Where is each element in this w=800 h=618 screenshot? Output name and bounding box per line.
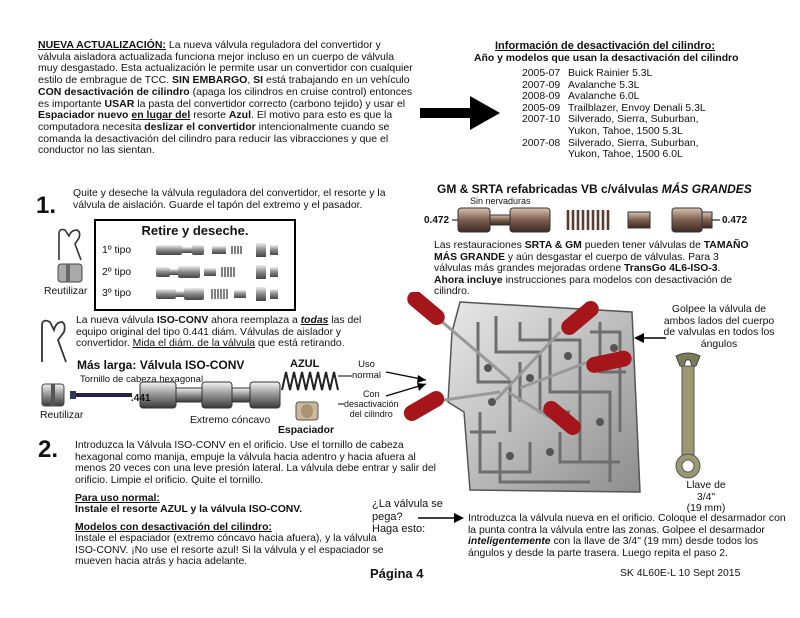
- page-number: Página 4: [370, 566, 424, 581]
- deactivation-years: [522, 149, 568, 161]
- wrench-label: Llave de 3/4" (19 mm): [686, 480, 726, 515]
- step-2-text: Introduzca la Válvula ISO-CONV en el ori…: [75, 440, 436, 486]
- update-title: NUEVA ACTUALIZACIÓN:: [38, 39, 166, 51]
- deactivation-model: Trailblazer, Envoy Denali 5.3L: [568, 102, 706, 114]
- step-2-number: 2.: [38, 436, 59, 463]
- deactivation-years: 2007-09: [522, 79, 561, 91]
- deactivation-row: 2005-07 Buick Rainier 5.3L: [522, 68, 712, 80]
- discard-box: Retire y deseche. 1º tipo 2º tipo 3º tip…: [94, 219, 296, 311]
- concave-end-label: Extremo cóncavo: [190, 415, 271, 426]
- oversize-valves-drawing: [452, 207, 720, 233]
- spacer-label: Espaciador: [278, 425, 335, 436]
- longer-valve-label: Más larga: Válvula ISO-CONV: [77, 358, 245, 372]
- normal-use-label: Uso normal: [352, 359, 382, 381]
- azul-label: AZUL: [290, 358, 320, 370]
- valve-stuck-question: ¿La válvula se pega? Haga esto:: [372, 498, 443, 535]
- discard-box-title: Retire y deseche.: [141, 223, 249, 238]
- spacer-icon: [295, 401, 319, 421]
- deactivation-years: 2007-08: [522, 137, 561, 149]
- deactivation-years: 2007-10: [522, 114, 561, 126]
- doc-code: SK 4L60E-L 10 Sept 2015: [620, 568, 741, 579]
- hex-screw-label: Tornillo de cabeza hexagonal: [80, 374, 204, 385]
- deactivation-years: 2008-09: [522, 91, 561, 103]
- end-plug-icon: [57, 263, 83, 283]
- deactivation-model: Silverado, Sierra, Suburban,: [568, 114, 699, 126]
- type-3-label: 3º tipo: [102, 288, 132, 299]
- wrench-icon: [675, 352, 701, 479]
- tap-arrow-icon: [634, 333, 666, 343]
- update-paragraph: NUEVA ACTUALIZACIÓN: La nueva válvula re…: [38, 39, 413, 157]
- stuck-arrow-icon: [418, 513, 464, 523]
- deactivation-years: [522, 126, 568, 138]
- with-deact-label: Con desactivación del cilindro: [344, 389, 399, 419]
- deactivation-row: Yukon, Tahoe, 1500 6.0L: [522, 149, 712, 161]
- blue-spring-icon: [281, 371, 339, 391]
- deactivation-model: Yukon, Tahoe, 1500 5.3L: [568, 125, 683, 137]
- normal-use-text: Instale el resorte AZUL y la válvula ISO…: [75, 504, 303, 515]
- deactivation-model: Yukon, Tahoe, 1500 6.0L: [568, 149, 683, 161]
- deactivation-model: Avalanche 5.3L: [568, 79, 640, 91]
- normal-use-title: Para uso normal:: [75, 493, 160, 504]
- deactivation-title: Información de desactivación del cilindr…: [495, 40, 716, 52]
- deactivation-row: 2007-09 Avalanche 5.3L: [522, 80, 712, 92]
- deactivation-row: 2008-09 Avalanche 6.0L: [522, 91, 712, 103]
- deactivation-row: Yukon, Tahoe, 1500 5.3L: [522, 126, 712, 138]
- reuse-label-1: Reutilizar: [44, 286, 88, 297]
- type-1-label: 1º tipo: [102, 245, 132, 256]
- deactivation-model: Buick Rainier 5.3L: [568, 68, 653, 79]
- deactivation-years: 2005-07: [522, 68, 561, 79]
- retaining-clip-icon: [58, 228, 82, 261]
- old-valve-images: [156, 243, 278, 301]
- clip-outline-icon: [41, 319, 67, 363]
- reuse-label-2: Reutilizar: [40, 410, 84, 421]
- deactivation-row: 2007-08 Silverado, Sierra, Suburban,: [522, 138, 712, 150]
- gm-paragraph: Las restauraciones SRTA & GM pueden tene…: [434, 240, 749, 298]
- no-ribs-label: Sin nervaduras: [470, 196, 531, 206]
- deactivation-subtitle: Año y modelos que usan la desactivación …: [474, 53, 739, 64]
- right-arrow-icon: [420, 96, 500, 130]
- tap-text: Golpee la válvula de ambos lados del cue…: [663, 304, 775, 350]
- deactivation-years: 2005-09: [522, 102, 561, 114]
- deactivation-model: Avalanche 6.0L: [568, 91, 640, 103]
- deactivation-row: 2007-10 Silverado, Sierra, Suburban,: [522, 114, 712, 126]
- deactivation-row: 2005-09 Trailblazer, Envoy Denali 5.3L: [522, 103, 712, 115]
- step-1-text: Quite y deseche la válvula reguladora de…: [73, 188, 386, 211]
- deact-title: Modelos con desactivación del cilindro:: [75, 522, 272, 533]
- iso-conv-paragraph: La nueva válvula ISO-CONV ahora reemplaz…: [76, 315, 362, 350]
- diameter-left-label: 0.472: [424, 215, 450, 226]
- diameter-right-label: 0.472: [722, 215, 748, 226]
- pointer-arrows: [338, 371, 427, 405]
- type-2-label: 2º tipo: [102, 267, 132, 278]
- gm-title: GM & SRTA refabricadas VB c/válvulas MÁS…: [437, 182, 752, 196]
- iso-conv-valve-drawing: [41, 381, 281, 409]
- deact-text: Instale el espaciador (extremo cóncavo h…: [75, 533, 384, 568]
- valve-body-image: [403, 292, 641, 493]
- step-1-number: 1.: [36, 192, 57, 219]
- stuck-instructions: Introduzca la válvula nueva en el orific…: [468, 513, 786, 559]
- diameter-label: .441: [131, 393, 151, 404]
- deactivation-model: Silverado, Sierra, Suburban,: [568, 137, 699, 149]
